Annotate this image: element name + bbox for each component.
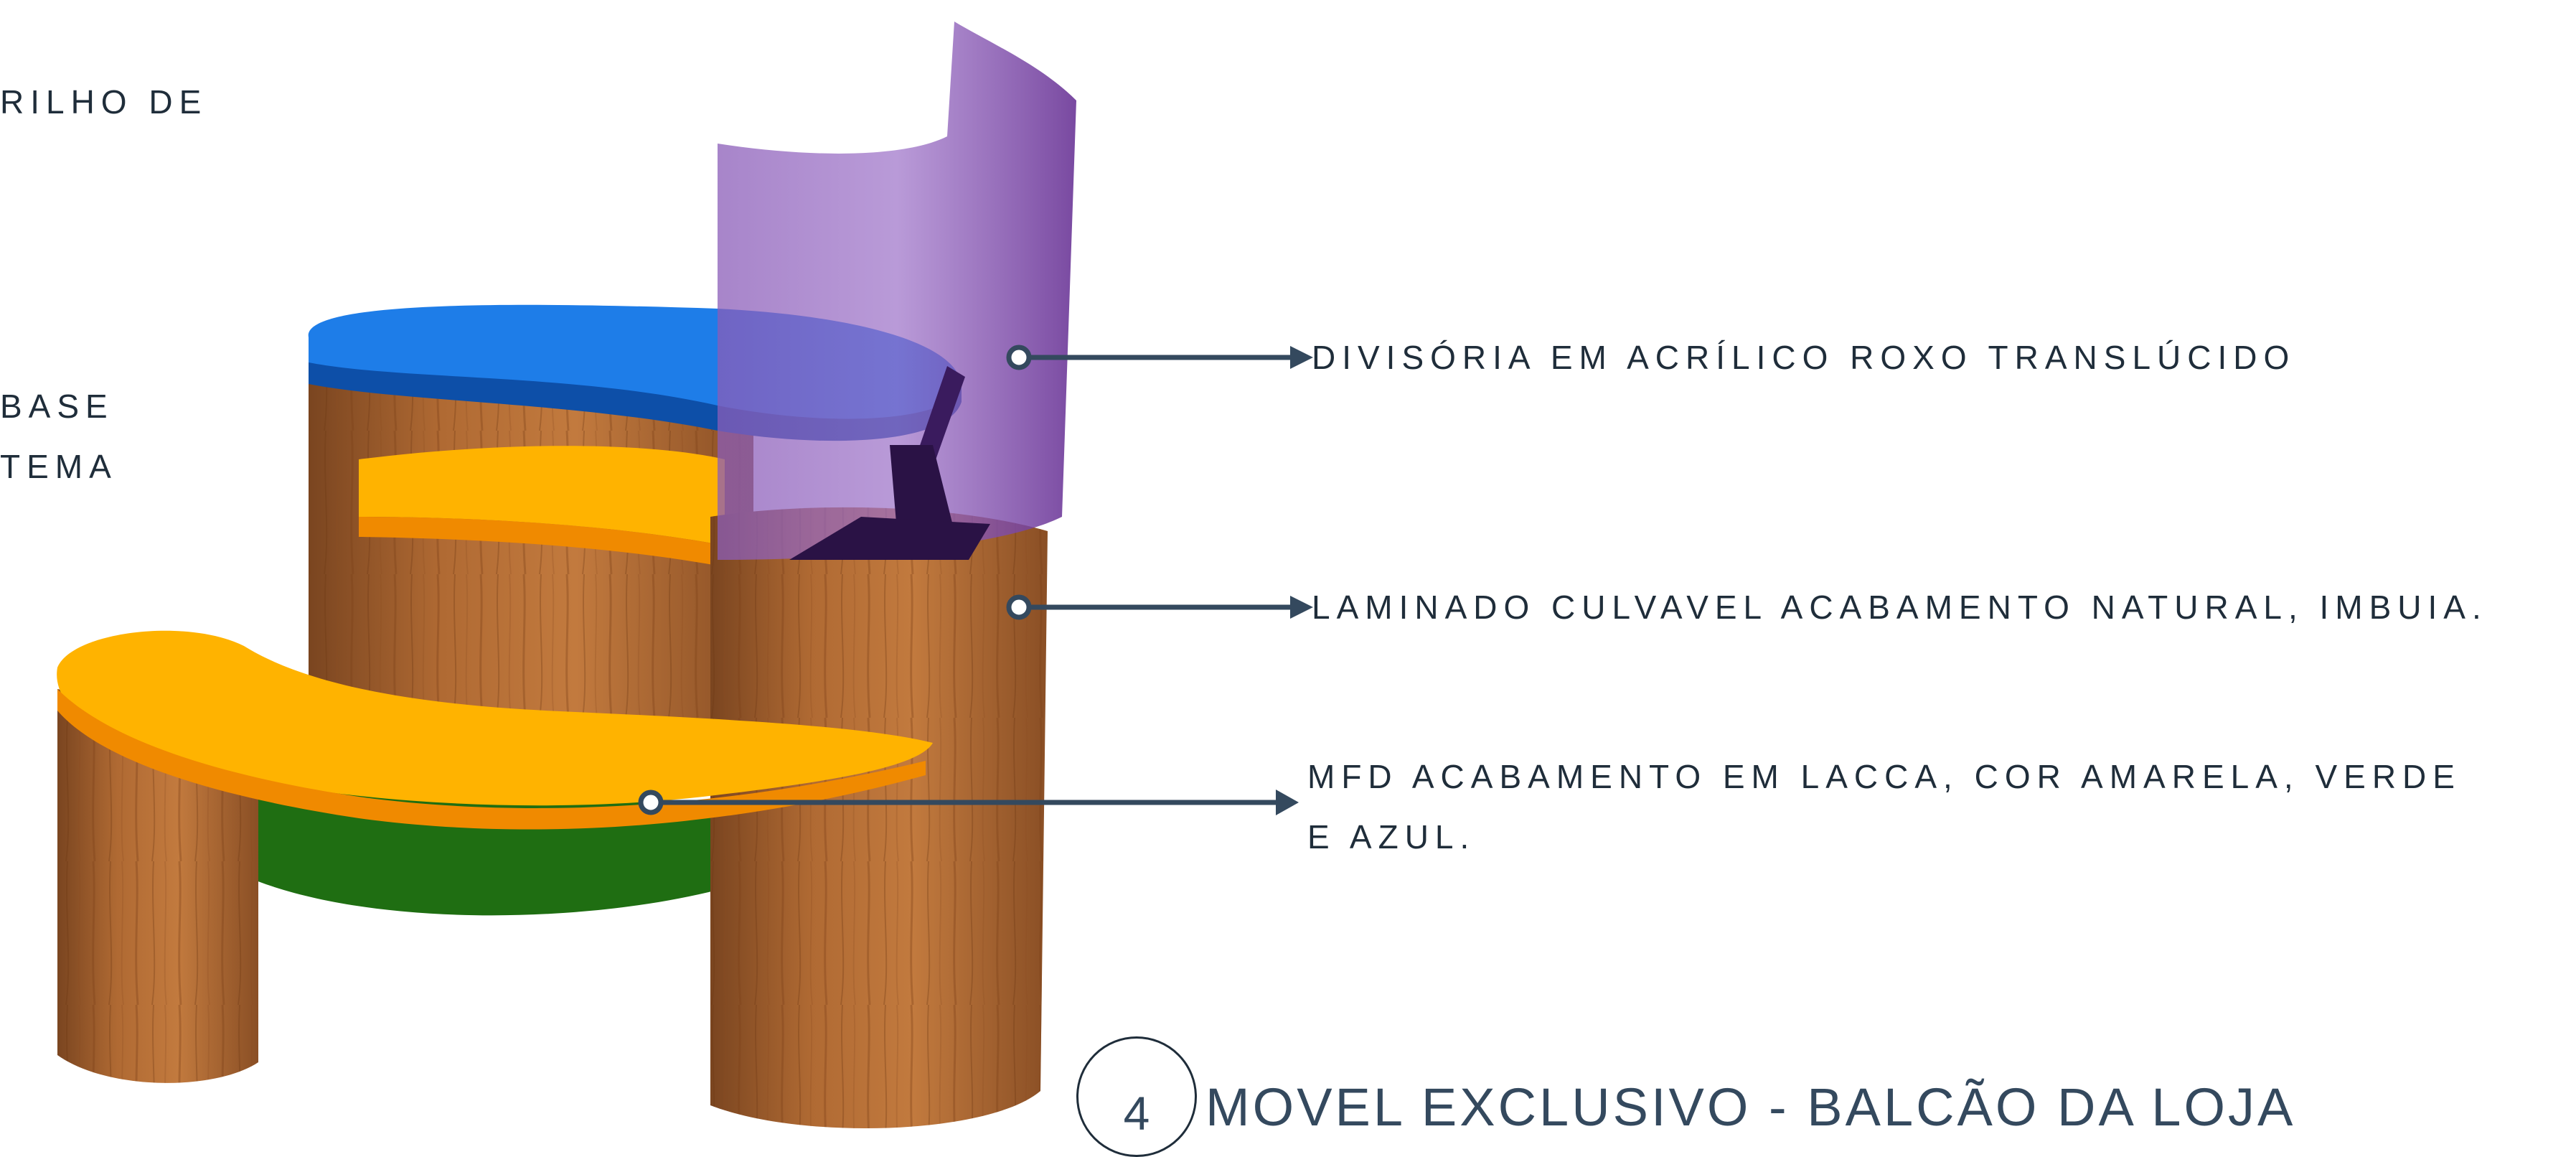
yellow-front-desk <box>57 630 934 806</box>
callout-laminate: LAMINADO CULVAVEL ACABAMENTO NATURAL, IM… <box>1312 589 2488 626</box>
arrow-heads <box>1276 346 1313 815</box>
front-wood-cylinder <box>710 507 1048 1129</box>
left-wood-cylinder <box>57 689 258 1083</box>
left-label-line2: BASE <box>0 388 114 425</box>
monitor-icon <box>789 366 990 560</box>
yellow-middle-shelf <box>359 446 725 545</box>
section-number-badge: 4 <box>1076 1036 1197 1157</box>
section-number: 4 <box>1123 1087 1150 1140</box>
page-title: MOVEL EXCLUSIVO - BALCÃO DA LOJA <box>1205 1077 2296 1137</box>
leader-lines <box>638 345 1292 815</box>
callout-acrylic-divider: DIVISÓRIA EM ACRÍLICO ROXO TRANSLÚCIDO <box>1312 339 2296 376</box>
purple-acrylic-divider <box>718 22 1076 560</box>
left-label-line1: RILHO DE <box>0 83 208 121</box>
callout-mfd-finish: MFD ACABAMENTO EM LACCA, COR AMARELA, VE… <box>1307 758 2461 856</box>
left-label-line3: TEMA <box>0 448 118 485</box>
